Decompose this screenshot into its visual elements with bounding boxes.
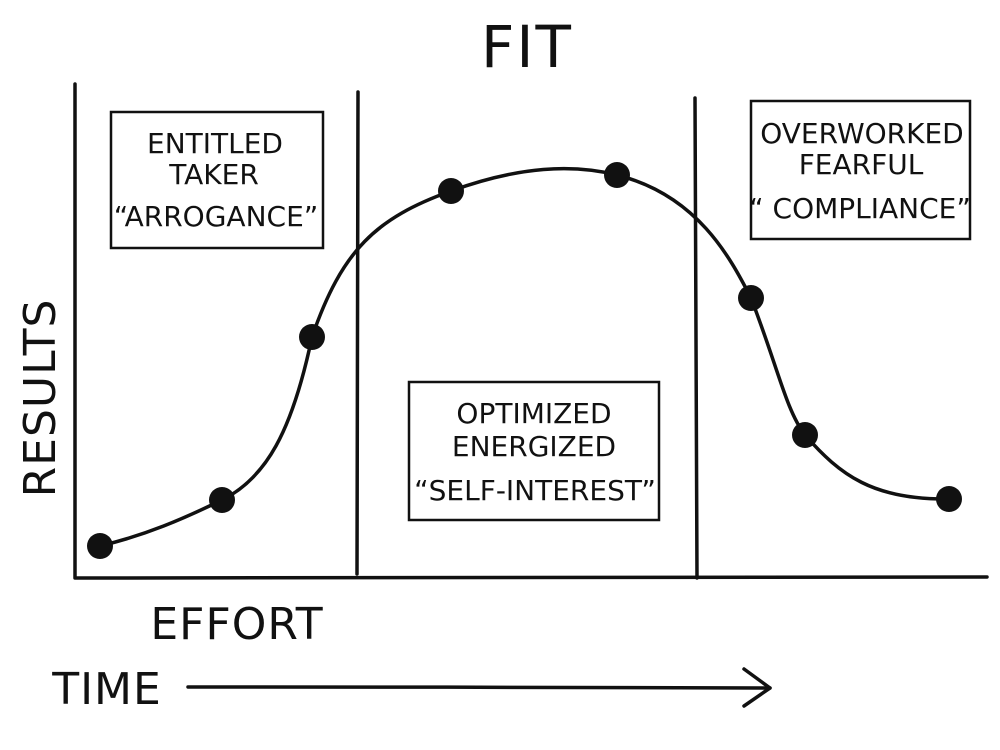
right-zone-line-1: OVERWORKED [760,117,964,150]
left-zone-line-3: “ARROGANCE” [114,200,319,233]
left-zone-line-1: ENTITLED [147,127,283,160]
curve-point-3 [299,324,325,350]
left-zone-label-box: ENTITLED TAKER “ARROGANCE” [109,110,325,250]
axes-frame [73,82,989,580]
right-zone-line-2: FEARFUL [799,148,924,181]
curve-point-2 [209,487,235,513]
zone-divider-right [693,96,699,580]
left-zone-line-2: TAKER [168,158,259,191]
curve-point-7 [792,422,818,448]
middle-zone-line-3: “SELF-INTEREST” [414,474,656,507]
right-zone-line-3: “ COMPLIANCE” [749,192,971,225]
x-axis-label: EFFORT [150,599,323,650]
right-zone-box [749,99,972,241]
curve-point-6 [738,285,764,311]
zone-divider-left [355,90,360,576]
middle-zone-box [407,380,661,522]
y-axis-label: RESULTS [15,299,66,498]
curve-point-5 [604,162,630,188]
right-zone-label-box: OVERWORKED FEARFUL “ COMPLIANCE” [749,99,972,241]
middle-zone-line-1: OPTIMIZED [456,397,611,430]
middle-zone-label-box: OPTIMIZED ENERGIZED “SELF-INTEREST” [407,380,661,522]
curve-point-8 [936,486,962,512]
left-zone-box [109,110,325,250]
curve-point-1 [87,533,113,559]
time-arrow-line [186,685,772,690]
time-label: TIME [51,664,162,715]
diagram-title: FIT [481,13,573,81]
middle-zone-line-2: ENERGIZED [452,430,616,463]
time-arrow-head [742,667,772,708]
curve-point-4 [438,178,464,204]
